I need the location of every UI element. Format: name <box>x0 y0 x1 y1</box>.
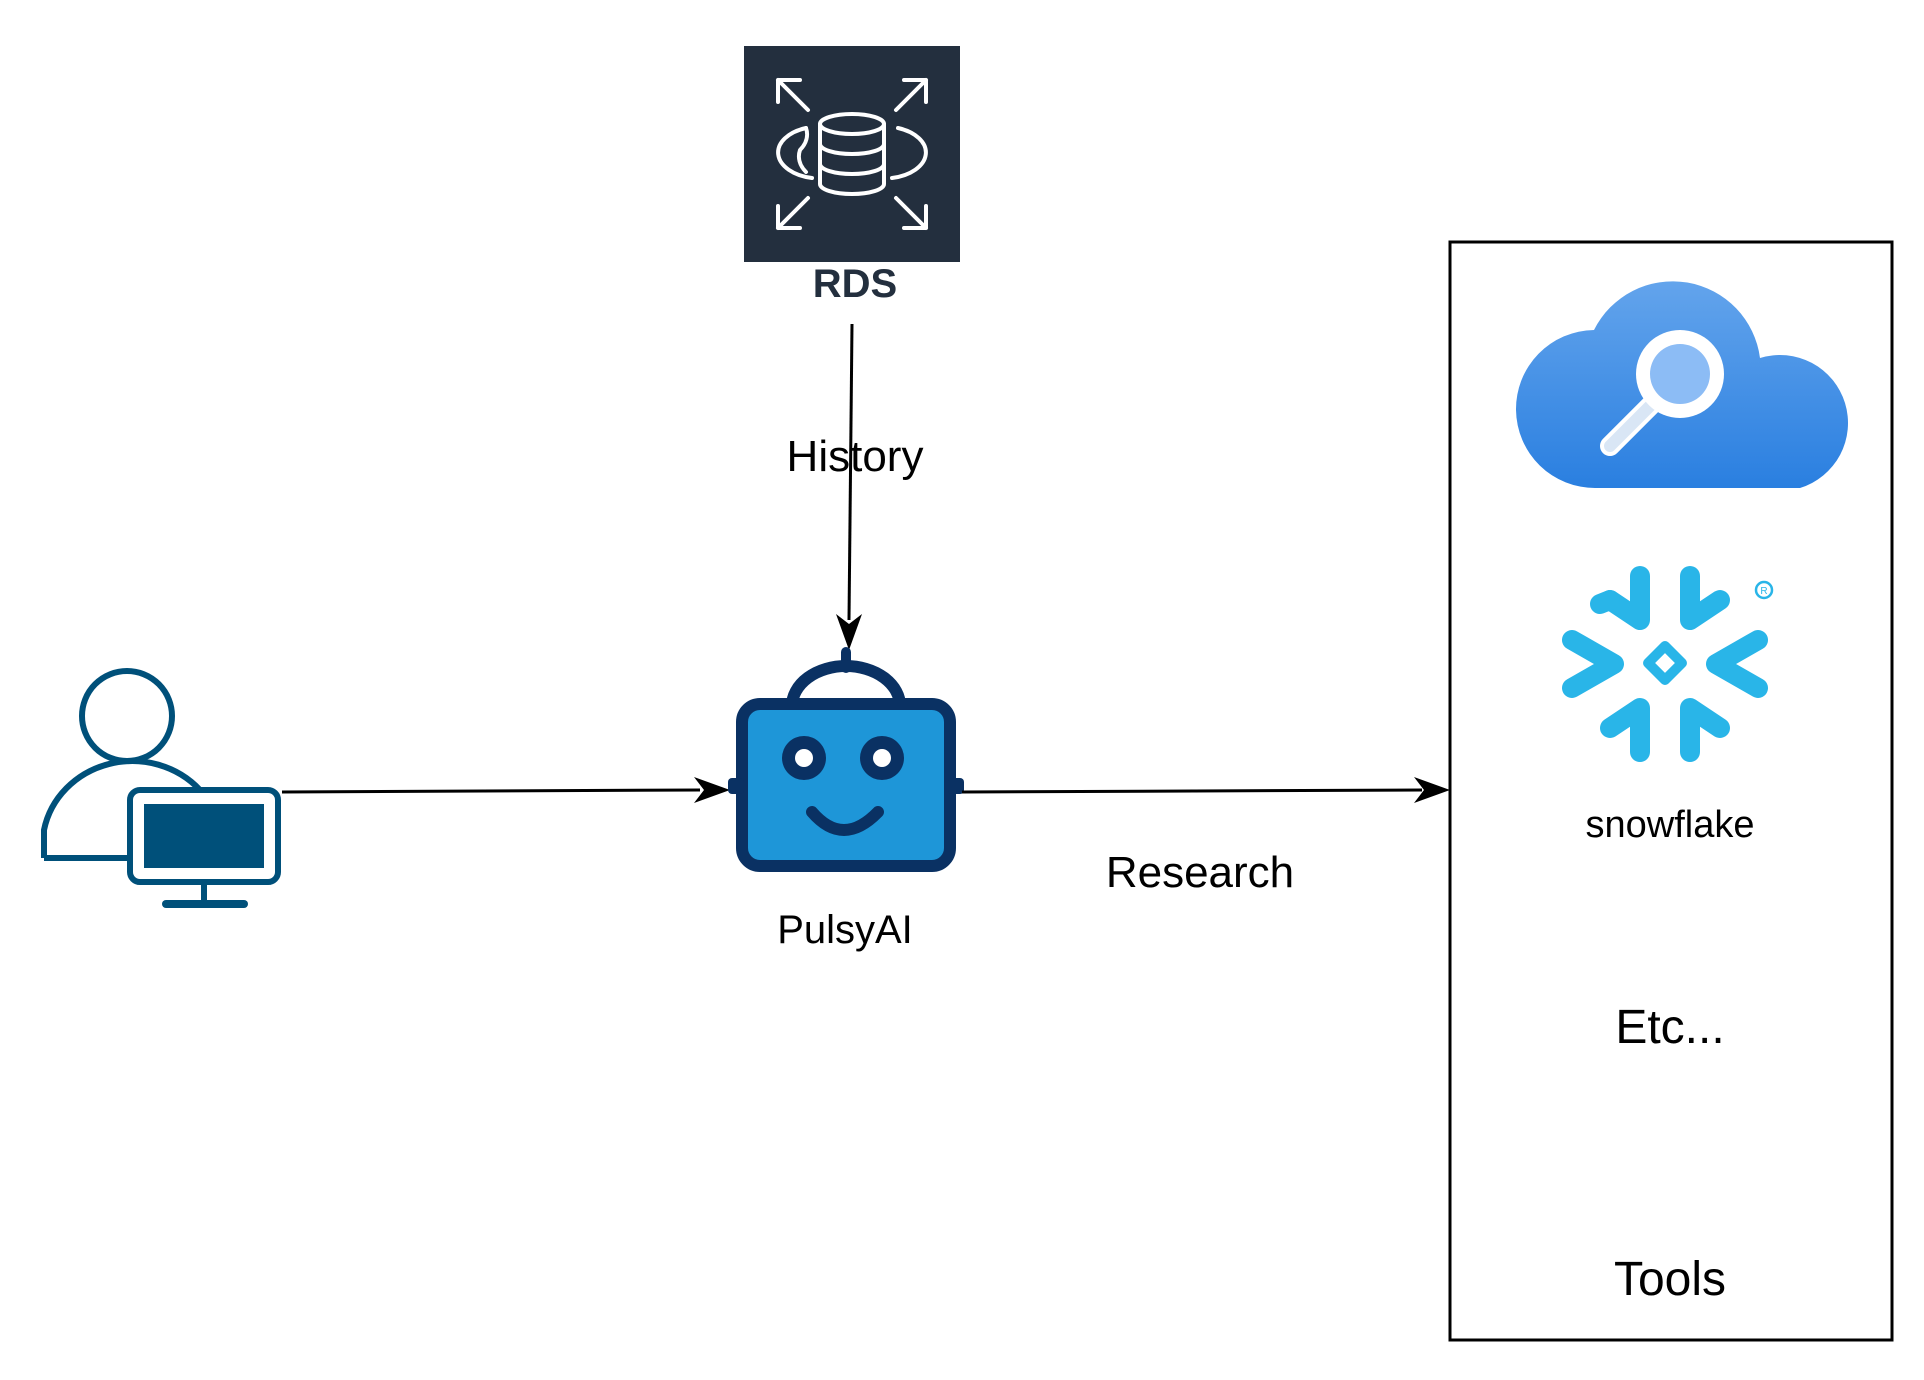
research-edge <box>961 777 1450 803</box>
tools-label: Tools <box>1613 1253 1727 1306</box>
pulsy-label: PulsyAI <box>777 908 913 952</box>
history-edge <box>836 323 862 650</box>
rds-database-icon <box>744 46 960 262</box>
history-edge-label: History <box>786 432 924 481</box>
user-to-pulsy-edge <box>281 777 730 803</box>
user-computer-icon <box>41 668 281 908</box>
research-edge-label: Research <box>1105 848 1295 897</box>
snowflake-logo-icon: R <box>1562 566 1774 762</box>
etc-label: Etc... <box>1615 1001 1725 1054</box>
snowflake-label: snowflake <box>1585 804 1755 846</box>
rds-label: RDS <box>812 262 898 306</box>
pulsy-robot-icon <box>728 647 964 872</box>
cloud-search-icon <box>1515 281 1849 489</box>
svg-text:R: R <box>1760 586 1767 597</box>
